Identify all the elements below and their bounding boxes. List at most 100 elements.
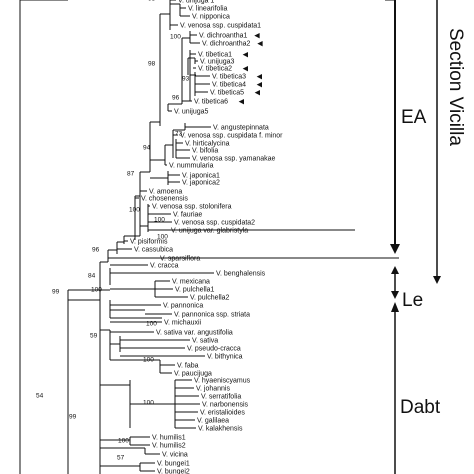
taxon-label: V. tibetica3	[212, 74, 246, 81]
bootstrap-value: 96	[172, 95, 180, 102]
bootstrap-value: 100	[157, 234, 168, 241]
bootstrap-value: 100	[170, 34, 181, 41]
bootstrap-value: 93	[182, 76, 190, 83]
taxon-label: V. angustepinnata	[213, 125, 269, 132]
taxon-label: V. pisiformis	[130, 239, 168, 246]
taxon-label: V. mexicana	[172, 279, 210, 286]
bootstrap-value: 98	[148, 61, 156, 68]
taxon-label: V. dichroantha2	[202, 41, 250, 48]
taxon-label: V. faba	[177, 363, 199, 370]
tree-branches	[19, 0, 399, 474]
bootstrap-value: 99	[69, 414, 77, 421]
taxon-label: V. unijuga5	[174, 109, 208, 116]
taxon-label: V. narbonensis	[202, 402, 249, 409]
bootstrap-value: 73	[175, 131, 183, 138]
bracket-arrow-le-bottom	[391, 291, 399, 299]
section-label-vicilla: Section Vicilla	[445, 28, 466, 146]
taxon-label: V. amoena	[149, 189, 182, 196]
taxon-label: V. benghalensis	[216, 271, 266, 278]
taxon-label: V. eristalioides	[200, 410, 245, 417]
group-label-ea: EA	[401, 107, 427, 128]
bootstrap-value: 98	[148, 0, 156, 3]
taxon-marker: ◀	[239, 99, 245, 106]
bootstrap-value: 100	[118, 438, 129, 445]
taxon-label: V. bithynica	[207, 354, 243, 361]
bootstrap-value: 100	[154, 217, 165, 224]
taxon-label: V. hirticalycina	[185, 141, 230, 148]
taxon-label: V. vicina	[162, 452, 188, 459]
bootstrap-values: 9810093969873948710010010099968410059100…	[36, 0, 190, 462]
bootstrap-value: 84	[88, 273, 96, 280]
taxon-label: V. pannonica	[163, 303, 203, 310]
group-label-le: Le	[402, 290, 423, 311]
taxon-marker: ◀	[255, 90, 261, 97]
bootstrap-value: 87	[127, 171, 135, 178]
bracket-arrow-dabt	[391, 302, 399, 312]
taxon-label: V. humilis2	[152, 443, 186, 450]
taxon-marker: ◀	[243, 66, 249, 73]
bootstrap-value: 59	[90, 333, 98, 340]
taxon-label: V. tibetica6	[194, 99, 228, 106]
taxon-label: V. pulchella1	[175, 287, 215, 294]
bootstrap-value: 100	[129, 207, 140, 214]
taxon-label: V. venosa ssp. cuspidata f. minor	[180, 133, 283, 140]
taxon-label: V. unijuga3	[200, 59, 234, 66]
taxon-marker: ◀	[254, 33, 260, 40]
bootstrap-value: 100	[146, 321, 157, 328]
taxon-label: V. serratifolia	[201, 394, 241, 401]
taxon-label: V. sativa	[192, 338, 218, 345]
taxon-label: V. dichroantha1	[199, 33, 247, 40]
bootstrap-value: 100	[143, 357, 154, 364]
bootstrap-value: 94	[143, 145, 151, 152]
taxon-label: V. sativa var. angustifolia	[156, 330, 233, 337]
taxon-label: V. pannonica ssp. striata	[174, 312, 250, 319]
taxon-label: V. nipponica	[192, 14, 230, 21]
taxon-marker: ◀	[257, 82, 263, 89]
taxon-label: V. pulchella2	[190, 295, 230, 302]
taxon-label: V. chosenensis	[141, 196, 188, 203]
taxon-label: V. japonica1	[182, 173, 220, 180]
taxon-label: V. humilis1	[152, 435, 186, 442]
bootstrap-value: 100	[143, 400, 154, 407]
taxon-label: V. tibetica2	[198, 66, 232, 73]
group-brackets	[385, 0, 441, 474]
bootstrap-value: 54	[36, 393, 44, 400]
taxon-label: V. venosa ssp. cuspidata2	[174, 220, 255, 227]
taxon-label: V. cracca	[150, 263, 179, 270]
taxon-label: V. venosa ssp. cuspidata1	[180, 23, 261, 30]
bracket-arrow-section	[433, 276, 441, 284]
taxon-label: V. galilaea	[197, 418, 229, 425]
taxon-markers: ◀◀◀◀◀◀◀◀	[239, 33, 264, 106]
bracket-arrow-le-top	[391, 266, 399, 274]
taxon-label: V. unijuga var. glabristyla	[171, 228, 248, 235]
taxon-label: V. bungei1	[157, 461, 190, 468]
taxon-label: V. nummularia	[169, 163, 214, 170]
bracket-arrow-ea	[390, 244, 400, 254]
bootstrap-value: 100	[91, 287, 102, 294]
taxon-marker: ◀	[257, 74, 263, 81]
taxon-label: V. tibetica1	[198, 52, 232, 59]
taxon-marker: ◀	[243, 52, 249, 59]
taxon-label: V. bifolia	[192, 148, 218, 155]
group-label-dabt: Dabt	[400, 397, 441, 418]
taxon-label: V. sparsiflora	[160, 256, 200, 263]
taxon-label: V. tibetica5	[210, 90, 244, 97]
taxon-label: V. pseudo-cracca	[187, 346, 241, 353]
bootstrap-value: 57	[117, 455, 125, 462]
taxon-label: V. hyaeniscyamus	[194, 378, 251, 385]
taxon-label: V. kalakhensis	[198, 426, 243, 433]
taxon-label: V. japonica2	[182, 180, 220, 187]
bootstrap-value: 99	[52, 289, 60, 296]
taxon-label: V. unijuga 1	[178, 0, 214, 5]
taxon-marker: ◀	[257, 41, 263, 48]
taxon-label: V. bungei2	[157, 469, 190, 474]
taxon-label: V. michauxii	[164, 320, 202, 327]
taxon-label: V. tibetica4	[212, 82, 246, 89]
taxon-label: V. venosa ssp. stolonifera	[152, 204, 232, 211]
taxon-label: V. linearifolia	[188, 6, 228, 13]
taxon-label: V. johannis	[196, 386, 230, 393]
taxon-label: V. venosa ssp. yamanakae	[192, 156, 276, 163]
